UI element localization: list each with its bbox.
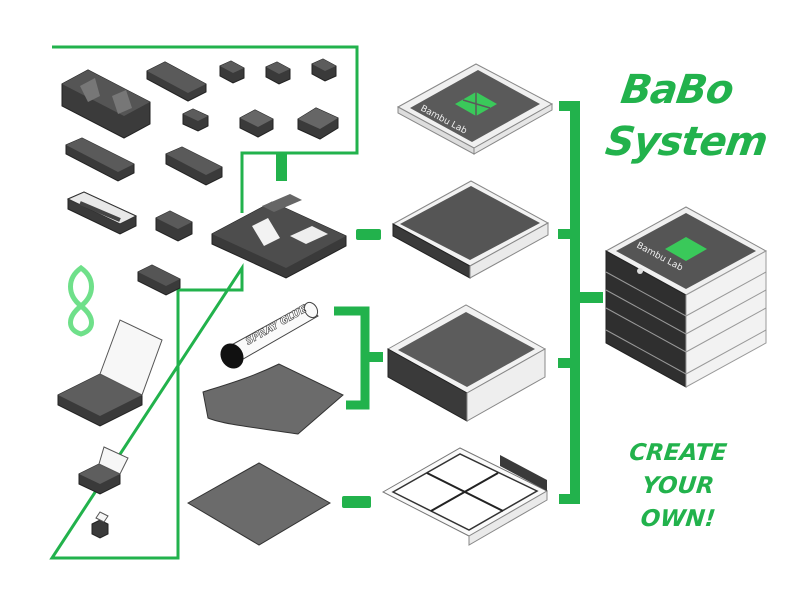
- organizer-insert: [211, 194, 347, 279]
- part-tray-slotted: [146, 61, 207, 102]
- part-square-holder-1: [239, 109, 274, 138]
- textured-build-plate: [202, 363, 344, 435]
- main-bracket: [559, 101, 580, 504]
- build-plate: [187, 462, 331, 546]
- part-square-holder-2: [297, 107, 339, 140]
- connector-organizer: [276, 153, 287, 181]
- hinged-box-tiny: [91, 511, 109, 539]
- part-small-box-1: [219, 60, 245, 84]
- filament-loop-icon: [68, 264, 94, 337]
- main-bracket-tick-drawer: [558, 358, 576, 368]
- drawer-tray: [391, 180, 550, 279]
- main-bracket-tip-stack: [575, 292, 603, 303]
- spray-glue-stick: [220, 301, 319, 369]
- part-box-medium: [155, 210, 193, 242]
- part-long-holder: [61, 69, 151, 139]
- part-tray-long-2: [165, 146, 223, 186]
- lid-with-bambu-logo: [396, 63, 554, 155]
- cta-line-1: CREATE: [628, 440, 729, 466]
- title-line-1: BaBo: [618, 67, 736, 113]
- part-small-box-3: [311, 58, 337, 82]
- hinged-box-large: [57, 319, 163, 427]
- main-bracket-tick-tray: [558, 229, 576, 239]
- hinged-box-small: [78, 446, 129, 495]
- open-frame-with-grid: [381, 447, 549, 546]
- deep-drawer: [386, 304, 547, 422]
- part-small-box-2: [265, 61, 291, 85]
- part-small-box-4: [182, 108, 209, 132]
- assembled-stack: [604, 206, 768, 388]
- part-tray-tool: [66, 191, 138, 235]
- bracket-glue-plate-tip: [365, 352, 383, 362]
- bracket-glue-plate: [334, 306, 370, 410]
- cta-line-3: OWN!: [639, 506, 717, 532]
- cta-line-2: YOUR: [640, 473, 716, 499]
- connector-plate-to-frame: [342, 496, 371, 508]
- part-battery-holder: [137, 264, 181, 296]
- connector-organizer-to-tray: [356, 229, 381, 240]
- parts-enclosure-outline: [49, 45, 359, 560]
- title-line-2: System: [602, 119, 770, 165]
- part-tray-long-1: [65, 137, 135, 182]
